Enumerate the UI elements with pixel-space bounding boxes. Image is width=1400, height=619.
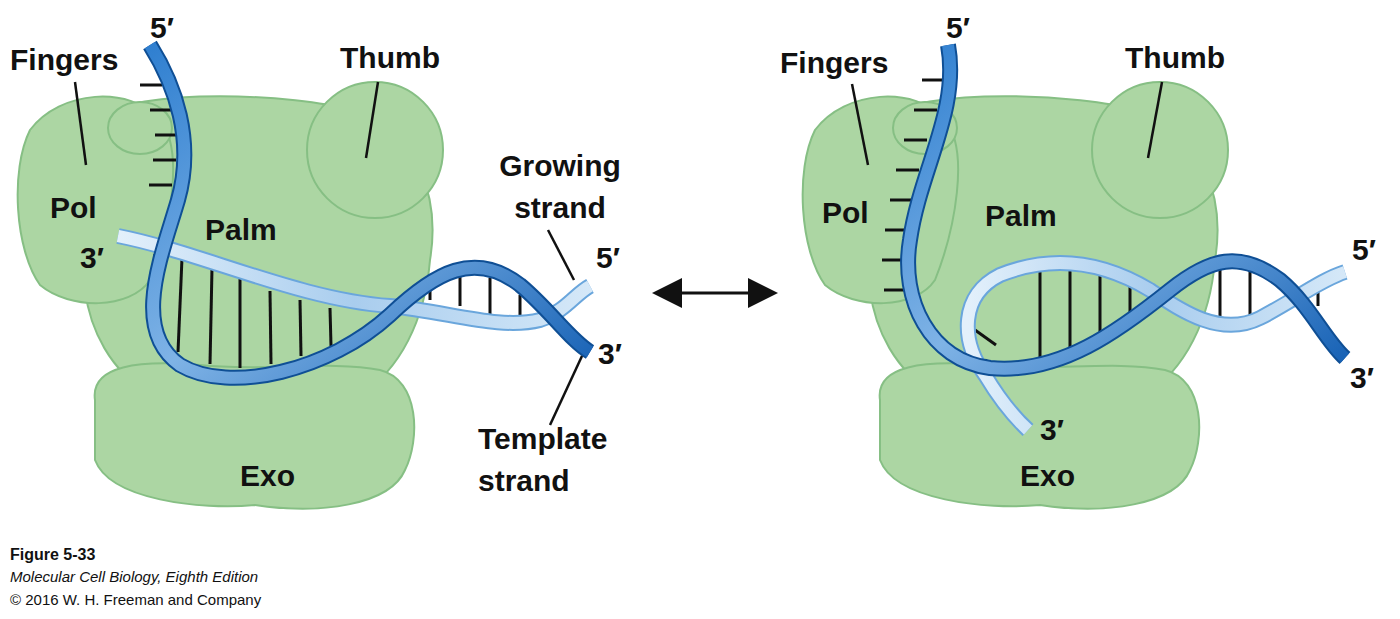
illustration-part <box>922 79 945 82</box>
part-label: Template strand <box>478 418 653 502</box>
equilibrium-arrow <box>658 292 772 295</box>
illustration-part <box>890 199 913 202</box>
part-label: 3′ <box>1040 412 1064 448</box>
template-strand <box>908 45 1345 369</box>
part-label: 5′ <box>596 240 620 276</box>
part-label: Fingers <box>10 42 118 78</box>
illustration-part <box>489 278 492 316</box>
part-label: 3′ <box>80 240 104 276</box>
part-label: 5′ <box>946 10 970 46</box>
illustration-part <box>153 159 176 162</box>
illustration-part <box>852 84 868 165</box>
part-label: Pol <box>50 190 97 226</box>
part-label: Growing strand <box>480 145 640 229</box>
polymerase-protein <box>18 82 443 509</box>
illustration-part <box>914 109 937 112</box>
illustration-part <box>239 279 242 368</box>
part-label: Pol <box>822 195 869 231</box>
credit-line: Molecular Cell Biology, Eighth Edition <box>10 567 258 587</box>
illustration-part <box>1039 272 1042 358</box>
illustration-part <box>75 82 86 165</box>
part-label: Palm <box>985 198 1057 234</box>
illustration-part <box>548 230 574 280</box>
leader-lines <box>75 82 1162 425</box>
illustration-part <box>519 295 522 315</box>
part-label: 5′ <box>150 10 174 46</box>
illustration-part <box>149 184 172 187</box>
illustration-part <box>178 258 182 352</box>
illustration-part <box>155 134 178 137</box>
illustration-part <box>904 139 927 142</box>
part-label: Thumb <box>1125 40 1225 76</box>
part-label: Thumb <box>340 40 440 76</box>
illustration-part <box>140 84 162 87</box>
illustration-part <box>896 169 919 172</box>
illustration-part <box>1069 270 1072 350</box>
part-label: 3′ <box>598 336 622 372</box>
illustration-part <box>300 300 301 356</box>
part-label: Exo <box>1020 458 1075 494</box>
illustration-part <box>210 268 212 364</box>
part-label: Exo <box>240 458 295 494</box>
part-label: 3′ <box>1350 360 1374 396</box>
credit-line: © 2016 W. H. Freeman and Company <box>10 590 261 610</box>
illustration-part <box>270 291 271 364</box>
figure-caption: Figure 5-33 <box>10 545 95 565</box>
illustration-part <box>330 308 331 346</box>
illustration-part <box>1148 82 1162 158</box>
illustration-part <box>975 330 996 345</box>
part-label: Fingers <box>780 45 888 81</box>
illustration-part <box>550 356 582 425</box>
base-pairs <box>140 85 520 368</box>
part-label: 5′ <box>1352 232 1376 268</box>
part-label: Palm <box>205 212 277 248</box>
illustration-part <box>1219 268 1222 322</box>
illustration-part <box>1099 272 1102 335</box>
template-strand <box>908 45 1345 369</box>
illustration-part <box>150 109 173 112</box>
illustration-part <box>366 82 378 158</box>
